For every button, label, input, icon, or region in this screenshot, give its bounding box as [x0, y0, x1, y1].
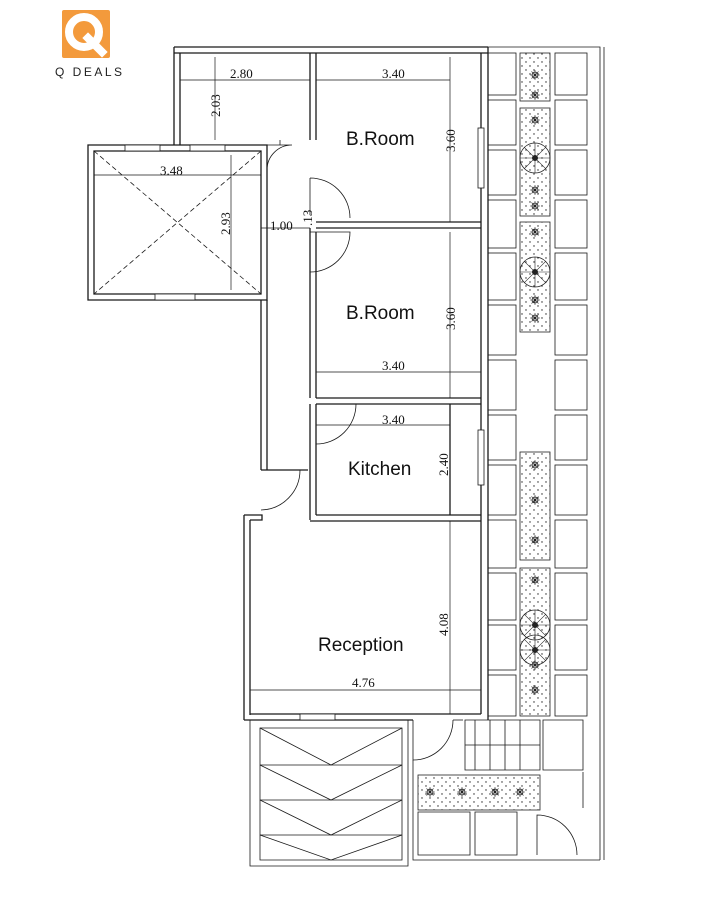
- facade-box: [554, 624, 588, 671]
- dim-top-corridor-depth: 2.03: [208, 94, 223, 117]
- facade-box: [554, 572, 588, 621]
- facade-box: [554, 359, 588, 411]
- room-label-bedroom-2: B.Room: [346, 303, 415, 324]
- dim-bedroom-1-depth: 3.60: [443, 129, 458, 152]
- brand-name: Q DEALS: [55, 65, 125, 79]
- room-label-kitchen: Kitchen: [348, 459, 411, 480]
- facade-box: [554, 519, 588, 569]
- dim-kitchen-width: 3.40: [382, 412, 405, 427]
- dim-top-corridor-width: 2.80: [230, 66, 253, 81]
- ramp-area: [249, 720, 409, 867]
- brand-logo: Q DEALS: [55, 10, 125, 79]
- facade-box: [487, 52, 517, 96]
- facade-box: [554, 414, 588, 461]
- facade-box: [554, 149, 588, 196]
- facade-box: [487, 572, 517, 621]
- facade-box: [487, 199, 517, 249]
- facade-box: [487, 304, 517, 356]
- facade-box: [487, 99, 517, 146]
- dim-reception-width: 4.76: [352, 675, 375, 690]
- room-label-bedroom-1: B.Room: [346, 129, 415, 150]
- facade-box: [487, 359, 517, 411]
- facade-box: [487, 149, 517, 196]
- windows: [124, 127, 485, 721]
- facade-box: [554, 464, 588, 516]
- interior-walls: [173, 53, 481, 522]
- doors: [260, 140, 578, 856]
- room-label-reception: Reception: [318, 635, 404, 656]
- dim-bedroom-2-width: 3.40: [382, 358, 405, 373]
- dim-kitchen-depth: 2.40: [436, 453, 451, 476]
- facade-box: [554, 99, 588, 146]
- dim-bedroom-1-width: 3.40: [382, 66, 405, 81]
- dim-reception-depth: 4.08: [436, 613, 451, 636]
- facade-box: [487, 624, 517, 671]
- dim-bedroom-2-depth: 3.60: [443, 307, 458, 330]
- facade-box: [487, 464, 517, 516]
- dim-lightwell-width: 3.48: [160, 163, 183, 178]
- dim-lightwell-depth: 2.93: [218, 212, 233, 235]
- facade-box: [554, 252, 588, 301]
- garden-strip: [412, 46, 605, 861]
- facade-box: [487, 674, 517, 717]
- dimension-lines: [94, 57, 481, 714]
- dim-passage-width: 1.00: [270, 218, 293, 233]
- facade-box: [487, 252, 517, 301]
- dim-passage-small: .13: [300, 210, 315, 226]
- facade-box: [554, 52, 588, 96]
- facade-box: [487, 414, 517, 461]
- facade-box: [554, 199, 588, 249]
- facade-box: [554, 674, 588, 717]
- facade-box: [554, 304, 588, 356]
- facade-box: [487, 519, 517, 569]
